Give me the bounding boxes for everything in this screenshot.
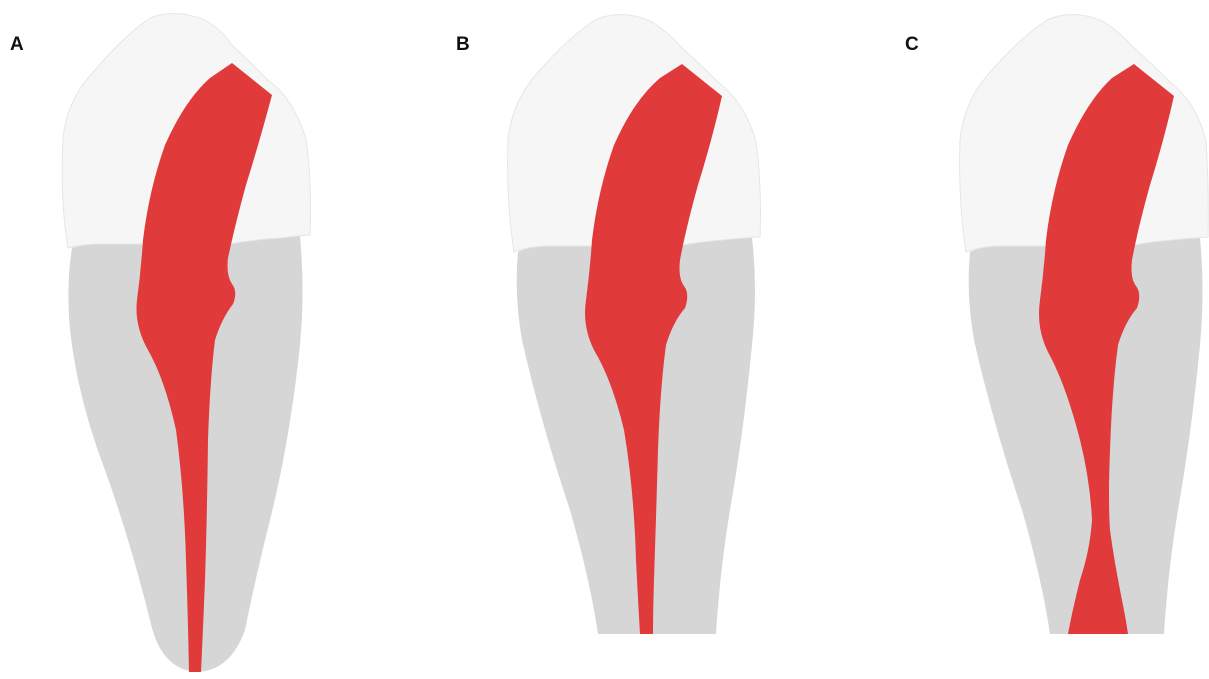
panel-a: A — [0, 0, 400, 679]
tooth-diagram-c — [800, 0, 1209, 679]
tooth-diagram-a — [0, 0, 400, 679]
panel-b: B — [400, 0, 800, 679]
panel-c: C — [800, 0, 1209, 679]
tooth-diagram-b — [400, 0, 800, 679]
